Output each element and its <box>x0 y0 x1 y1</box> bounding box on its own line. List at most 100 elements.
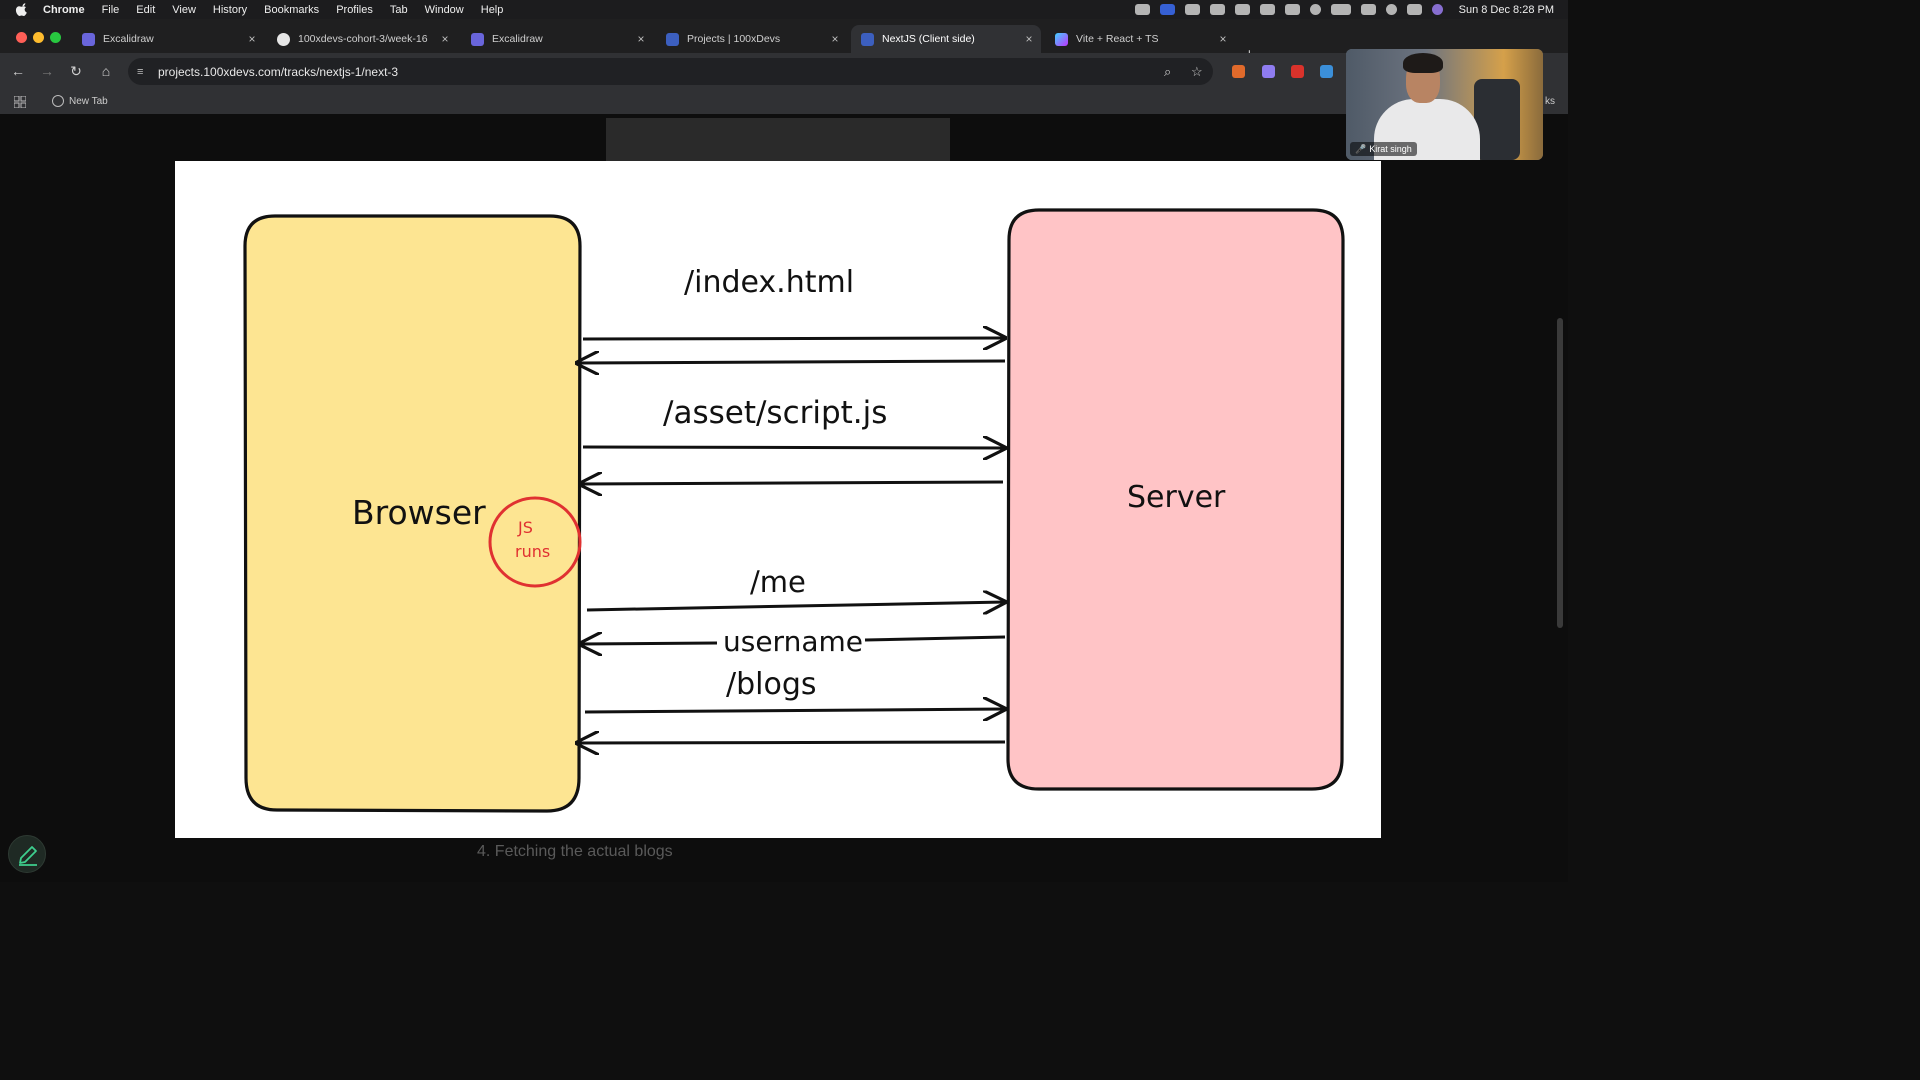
close-tab-icon[interactable]: × <box>248 32 256 46</box>
close-tab-icon[interactable]: × <box>1025 32 1033 46</box>
menu-tab[interactable]: Tab <box>389 3 408 16</box>
video-call-tile[interactable]: 🎤 Kirat singh <box>1346 49 1543 160</box>
response-arrow-username-right <box>864 635 1006 642</box>
background-content-block <box>606 118 950 162</box>
response-arrow-blogs <box>577 742 1006 743</box>
battery-icon[interactable] <box>1330 4 1351 15</box>
js-runs-circle <box>488 496 582 588</box>
menu-help[interactable]: Help <box>480 3 504 16</box>
tab-title: 100xdevs-cohort-3/week-16 <box>298 33 428 45</box>
globe-icon <box>52 95 64 107</box>
menu-view[interactable]: View <box>172 3 196 16</box>
site-info-icon[interactable]: ≡ <box>137 65 144 78</box>
request-label-blogs: /blogs <box>726 667 817 702</box>
bookmark-star-icon[interactable]: ☆ <box>1191 64 1203 79</box>
tab-title: NextJS (Client side) <box>882 33 975 45</box>
apps-grid-icon[interactable] <box>14 96 26 108</box>
response-label-username: username <box>723 625 863 658</box>
response-arrow-index-html <box>577 361 1006 363</box>
menu-edit[interactable]: Edit <box>136 3 156 16</box>
request-arrow-index-html <box>582 338 1005 339</box>
response-arrow-script-js <box>580 482 1004 484</box>
reload-icon[interactable]: ↻ <box>70 63 82 79</box>
status-icon[interactable] <box>1184 4 1200 15</box>
js-note-line1: JS <box>518 518 533 537</box>
close-tab-icon[interactable]: × <box>831 32 839 46</box>
tab-projects[interactable]: Projects | 100xDevs × <box>656 25 847 53</box>
url-text[interactable]: projects.100xdevs.com/tracks/nextjs-1/ne… <box>158 64 399 79</box>
status-icon[interactable] <box>1134 4 1150 15</box>
menu-chrome[interactable]: Chrome <box>43 3 85 16</box>
menu-bookmarks[interactable]: Bookmarks <box>264 3 320 16</box>
search-icon[interactable] <box>1385 4 1397 15</box>
close-tab-icon[interactable]: × <box>441 32 449 46</box>
extension-icon[interactable] <box>1320 65 1333 78</box>
extension-icon[interactable] <box>1232 65 1245 78</box>
github-icon <box>277 32 290 46</box>
excalidraw-icon <box>471 32 484 46</box>
100xdevs-icon <box>666 32 679 46</box>
diagram-canvas: Browser Server JS runs /index.html /asse… <box>175 161 1381 838</box>
request-arrow-blogs <box>584 709 1005 712</box>
extension-icon[interactable] <box>1291 65 1304 78</box>
bookmark-new-tab[interactable]: New Tab <box>52 95 108 107</box>
tab-vite-react[interactable]: Vite + React + TS × <box>1045 25 1235 53</box>
menu-history[interactable]: History <box>212 3 248 16</box>
bookmarks-bar: New Tab ks <box>0 90 1568 114</box>
extension-icon[interactable] <box>1262 65 1275 78</box>
address-bar[interactable]: ≡ projects.100xdevs.com/tracks/nextjs-1/… <box>128 58 1213 85</box>
browser-label: Browser <box>352 493 486 532</box>
request-arrow-me <box>586 602 1005 610</box>
tab-nextjs-client-side[interactable]: NextJS (Client side) × <box>851 25 1041 53</box>
tab-title: Excalidraw <box>492 33 543 45</box>
request-label-me: /me <box>750 565 806 599</box>
siri-icon[interactable] <box>1431 4 1443 15</box>
control-center-icon[interactable] <box>1406 4 1422 15</box>
minimize-window-icon[interactable] <box>33 32 44 43</box>
status-icon[interactable] <box>1259 4 1275 15</box>
menubar-clock[interactable]: Sun 8 Dec 8:28 PM <box>1458 3 1554 16</box>
zoom-window-icon[interactable] <box>50 32 61 43</box>
menu-window[interactable]: Window <box>424 3 464 16</box>
forward-icon[interactable]: → <box>40 63 54 79</box>
request-arrow-script-js <box>582 447 1005 448</box>
apple-icon[interactable] <box>15 2 29 17</box>
wifi-icon[interactable] <box>1360 4 1376 15</box>
moon-icon[interactable] <box>1309 4 1321 15</box>
client-side-fetch-diagram <box>243 208 1345 813</box>
home-icon[interactable]: ⌂ <box>101 63 111 79</box>
zoom-icon[interactable]: ⌕ <box>1164 64 1172 79</box>
request-label-index-html: /index.html <box>684 265 855 300</box>
page-caption: 4. Fetching the actual blogs <box>477 843 673 860</box>
excalidraw-icon <box>82 32 95 46</box>
page-scrollbar[interactable] <box>1557 318 1563 628</box>
bookmark-label: New Tab <box>69 95 108 107</box>
status-icon[interactable] <box>1234 4 1250 15</box>
menu-profiles[interactable]: Profiles <box>336 3 373 16</box>
participant-hair <box>1403 53 1443 73</box>
tab-github[interactable]: 100xdevs-cohort-3/week-16 × <box>267 25 457 53</box>
bookmarks-overflow[interactable]: ks <box>1545 96 1555 107</box>
macos-menu-bar: Chrome File Edit View History Bookmarks … <box>0 0 1568 19</box>
close-tab-icon[interactable]: × <box>1219 32 1227 46</box>
zoom-status-icon[interactable] <box>1159 4 1175 15</box>
tab-title: Projects | 100xDevs <box>687 33 781 45</box>
server-label: Server <box>1127 480 1226 515</box>
status-icon[interactable] <box>1284 4 1300 15</box>
response-arrow-username-left <box>580 643 718 644</box>
status-icon[interactable] <box>1209 4 1225 15</box>
tab-strip: Excalidraw × 100xdevs-cohort-3/week-16 ×… <box>0 19 1568 63</box>
edit-button[interactable] <box>8 835 46 873</box>
video-chair <box>1474 79 1520 160</box>
tab-title: Vite + React + TS <box>1076 33 1159 45</box>
menu-file[interactable]: File <box>101 3 120 16</box>
vite-icon <box>1055 32 1068 46</box>
close-window-icon[interactable] <box>16 32 27 43</box>
tab-excalidraw-1[interactable]: Excalidraw × <box>72 25 264 53</box>
close-tab-icon[interactable]: × <box>637 32 645 46</box>
status-area: Sun 8 Dec 8:28 PM <box>1134 0 1554 19</box>
tab-title: Excalidraw <box>103 33 154 45</box>
back-icon[interactable]: ← <box>11 63 25 79</box>
js-note-line2: runs <box>515 542 551 561</box>
tab-excalidraw-2[interactable]: Excalidraw × <box>461 25 653 53</box>
